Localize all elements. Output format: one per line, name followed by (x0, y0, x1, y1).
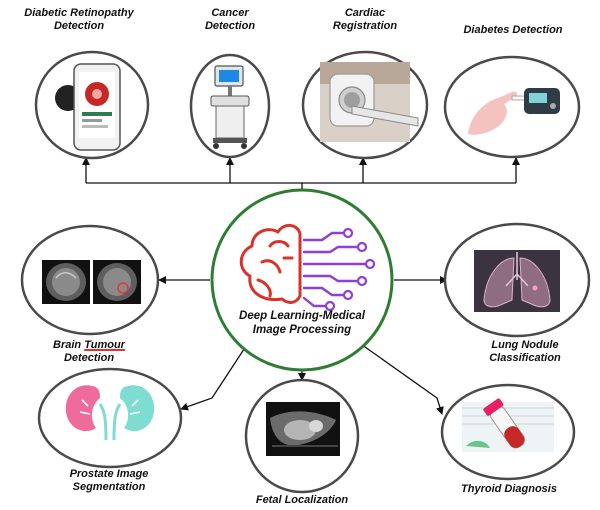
arrow-to-thyroid (350, 336, 444, 415)
label-thyroid-line1: Thyroid Diagnosis (461, 483, 557, 495)
node-cardiac (301, 50, 429, 160)
label-diabetic-retinopathy-line2: Detection (53, 20, 105, 32)
label-cardiac-line1: Cardiac (344, 7, 386, 19)
label-cardiac-line2: Registration (332, 20, 398, 32)
node-brain-tumour (20, 224, 160, 336)
arrow-to-prostate (180, 339, 251, 411)
node-cancer (189, 53, 271, 159)
glucose-meter-icon (468, 88, 560, 135)
label-brain-tumour-line1: Brain Tumour (34, 339, 144, 352)
label-diabetic-retinopathy: Diabetic Retinopathy Detection (14, 7, 144, 33)
label-tumour-word: Tumour (84, 339, 125, 351)
label-cancer-line1: Cancer (211, 7, 249, 19)
label-cancer-line2: Detection (204, 20, 256, 32)
blood-test-tube-icon (462, 398, 554, 452)
label-brain-tumour: Brain Tumour Detection (34, 339, 144, 365)
ct-scanner-icon (320, 62, 419, 142)
label-thyroid: Thyroid Diagnosis (446, 483, 572, 496)
connectors (82, 157, 520, 415)
label-diabetic-retinopathy-line1: Diabetic Retinopathy (24, 7, 134, 19)
label-fetal-line1: Fetal Localization (255, 494, 349, 506)
label-diabetes-line1: Diabetes Detection (463, 24, 563, 36)
node-thyroid (440, 383, 576, 481)
ultrasound-machine-icon (210, 65, 250, 149)
fetal-ultrasound-icon (266, 402, 340, 456)
kidneys-icon (65, 385, 155, 441)
node-diabetes (443, 55, 581, 159)
label-diabetes: Diabetes Detection (446, 24, 580, 37)
label-fetal: Fetal Localization (236, 494, 368, 507)
label-prostate: Prostate Image Segmentation (44, 468, 174, 494)
center-node (210, 188, 394, 372)
label-prostate-line1: Prostate Image (69, 468, 149, 480)
label-lung-nodule-line1: Lung Nodule (491, 339, 559, 351)
node-fetal (244, 378, 360, 494)
label-center: Deep Learning-Medical Image Processing (222, 309, 382, 337)
label-cancer: Cancer Detection (180, 7, 280, 33)
node-prostate (37, 367, 183, 469)
smartphone-retina-scanner-icon (55, 63, 121, 151)
label-cardiac: Cardiac Registration (313, 7, 417, 33)
label-lung-nodule-line2: Classification (489, 352, 561, 364)
node-diabetic-retinopathy (34, 50, 150, 160)
label-center-line2: Image Processing (252, 324, 352, 336)
label-brain-word: Brain (53, 339, 85, 351)
node-lung-nodule (443, 222, 591, 338)
brain-circuit-icon (239, 224, 376, 312)
label-brain-tumour-line2: Detection (63, 352, 115, 364)
label-center-line1: Deep Learning-Medical (239, 310, 365, 322)
label-lung-nodule: Lung Nodule Classification (470, 339, 580, 365)
label-prostate-line2: Segmentation (72, 481, 146, 493)
brain-mri-scans-icon (42, 260, 141, 304)
lungs-xray-icon (474, 250, 560, 312)
